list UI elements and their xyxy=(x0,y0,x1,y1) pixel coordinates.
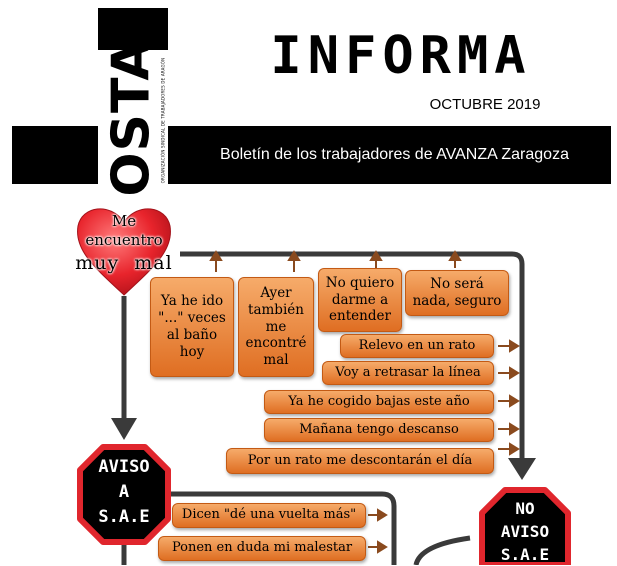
excuse-not-show: No quiero darme a entender xyxy=(318,268,402,332)
response-arrows xyxy=(368,508,388,554)
excuse-day-off: Mañana tengo descanso xyxy=(264,418,494,442)
no-aviso-arrowhead xyxy=(508,458,536,480)
start-label: Me encuentro muy mal xyxy=(75,212,173,274)
excuse-sick-leave: Ya he cogido bajas este año xyxy=(264,390,494,414)
banner-text: Boletín de los trabajadores de AVANZA Za… xyxy=(220,146,569,163)
logo-left-block xyxy=(12,126,98,184)
newsletter-title: INFORMA xyxy=(270,26,532,86)
aviso-arrowhead xyxy=(111,418,137,440)
right-arrows xyxy=(498,339,520,456)
no-aviso-label: NO AVISO S.A.E xyxy=(500,499,550,564)
connector-aviso-right xyxy=(170,491,397,565)
response-another-round: Dicen "dé una vuelta más" xyxy=(172,503,366,528)
response-doubt: Ponen en duda mi malestar xyxy=(158,536,366,561)
excuse-nothing: No será nada, seguro xyxy=(405,270,509,316)
aviso-label: AVISO A S.A.E xyxy=(98,457,150,527)
excuse-yesterday: Ayer también me encontré mal xyxy=(238,277,314,377)
no-aviso-octagon xyxy=(479,487,571,565)
excuse-bathroom: Ya he ido "..." veces al baño hoy xyxy=(150,277,234,377)
logo-top-square xyxy=(98,8,168,50)
connector-top xyxy=(180,251,525,460)
aviso-octagon xyxy=(77,444,171,545)
issue-date: OCTUBRE 2019 xyxy=(429,96,541,113)
excuse-relief: Relevo en un rato xyxy=(340,334,494,358)
heart-shape xyxy=(77,208,171,296)
excuse-delay: Voy a retrasar la línea xyxy=(322,361,494,385)
excuse-discount: Por un rato me descontarán el día xyxy=(226,448,494,474)
header-banner: Boletín de los trabajadores de AVANZA Za… xyxy=(168,126,611,184)
connector-noaviso-left xyxy=(413,535,471,565)
up-arrows xyxy=(209,250,462,272)
